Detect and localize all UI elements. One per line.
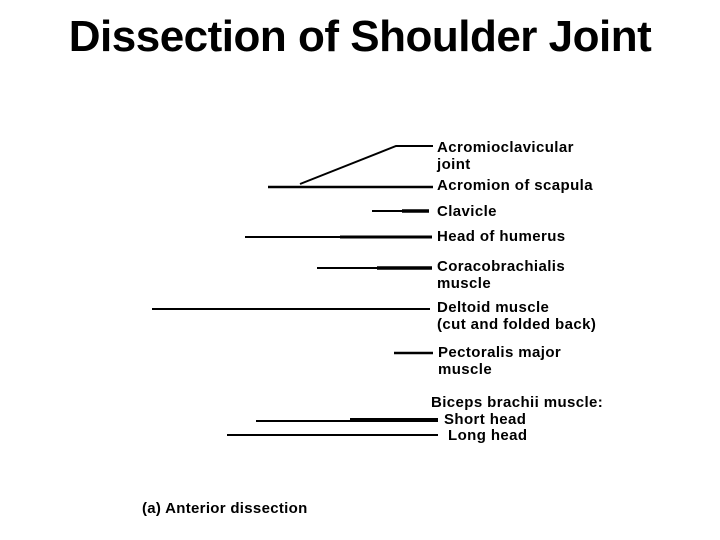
label-line: Short head bbox=[444, 411, 527, 428]
figure-caption: (a) Anterior dissection bbox=[142, 500, 308, 517]
label-deltoid-muscle: Deltoid muscle (cut and folded back) bbox=[437, 299, 596, 333]
label-biceps-short-head: Short head bbox=[444, 411, 526, 428]
label-line: Coracobrachialis bbox=[437, 258, 566, 275]
label-acromioclavicular-joint: Acromioclavicular joint bbox=[437, 139, 574, 173]
label-line: Pectoralis major bbox=[438, 344, 562, 361]
label-line: Acromion of scapula bbox=[437, 177, 593, 194]
label-line: Clavicle bbox=[437, 203, 497, 220]
label-line: Long head bbox=[448, 427, 528, 444]
label-line: Biceps brachii muscle: bbox=[431, 394, 604, 411]
label-line: (cut and folded back) bbox=[437, 316, 597, 333]
label-clavicle: Clavicle bbox=[437, 203, 497, 220]
label-pectoralis-major-muscle: Pectoralis major muscle bbox=[438, 344, 561, 378]
label-coracobrachialis-muscle: Coracobrachialis muscle bbox=[437, 258, 565, 292]
label-line: Acromioclavicular bbox=[437, 139, 574, 156]
label-line: Head of humerus bbox=[437, 228, 566, 245]
label-line: joint bbox=[437, 156, 471, 173]
acromioclavicular-joint-line bbox=[299, 145, 433, 185]
label-line: muscle bbox=[438, 361, 493, 378]
label-line: muscle bbox=[437, 275, 492, 292]
slide-title: Dissection of Shoulder Joint bbox=[68, 12, 652, 61]
label-acromion-of-scapula: Acromion of scapula bbox=[437, 177, 593, 194]
label-line: Deltoid muscle bbox=[437, 299, 550, 316]
label-biceps-long-head: Long head bbox=[448, 427, 527, 444]
label-biceps-brachii-muscle: Biceps brachii muscle: bbox=[431, 394, 603, 411]
label-head-of-humerus: Head of humerus bbox=[437, 228, 566, 245]
